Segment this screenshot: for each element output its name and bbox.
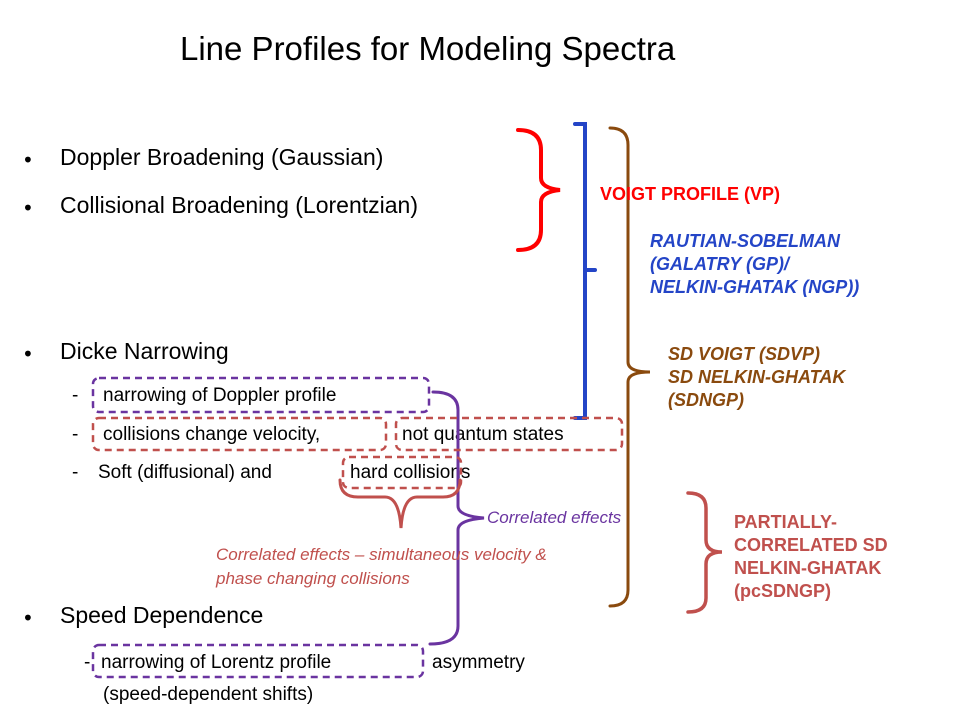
item-narrowing-doppler: narrowing of Doppler profile — [103, 385, 337, 406]
dash: - — [72, 462, 79, 483]
label-rautian-line: RAUTIAN-SOBELMAN — [650, 231, 840, 251]
bracket-sd — [608, 126, 651, 608]
dash: - — [72, 424, 79, 445]
label-rautian-line: NELKIN-GHATAK (NGP)) — [650, 277, 860, 297]
note-correlated-effects: Correlated effects — [487, 508, 622, 527]
bracket-rautian — [573, 122, 597, 420]
box-not-quantum — [394, 416, 624, 452]
label-partial-line: NELKIN-GHATAK — [734, 558, 882, 578]
bracket-voigt — [516, 128, 561, 252]
label-partial: PARTIALLY- CORRELATED SD NELKIN-GHATAK (… — [734, 511, 888, 603]
box-hard-collisions — [341, 455, 463, 490]
label-sd: SD VOIGT (SDVP) SD NELKIN-GHATAK (SDNGP) — [668, 343, 845, 412]
label-sd-line: (SDNGP) — [668, 390, 744, 410]
label-partial-line: PARTIALLY- — [734, 512, 838, 532]
box-narrowing-doppler — [91, 376, 431, 414]
bullet-doppler: Doppler Broadening (Gaussian) — [60, 144, 384, 170]
bullet-marker: • — [22, 342, 34, 366]
label-rautian-line: (GALATRY (GP)/ — [650, 254, 789, 274]
bullet-marker: • — [22, 148, 34, 172]
item-speed-shifts: (speed-dependent shifts) — [103, 684, 314, 705]
item-not-quantum: not quantum states — [402, 424, 564, 445]
item-soft-collisions: Soft (diffusional) and — [98, 462, 272, 483]
box-narrowing-lorentz — [91, 643, 425, 679]
label-voigt: VOIGT PROFILE (VP) — [600, 184, 781, 204]
box-collisions-change — [91, 416, 388, 452]
label-partial-line: CORRELATED SD — [734, 535, 888, 555]
bracket-partial — [686, 491, 723, 614]
label-partial-line: (pcSDNGP) — [734, 581, 832, 601]
bullet-speed: Speed Dependence — [60, 602, 264, 628]
bracket-collisions — [338, 478, 462, 529]
label-sd-line: SD VOIGT (SDVP) — [668, 344, 821, 364]
item-hard-collisions: hard collisions — [350, 462, 471, 483]
bullet-dicke: Dicke Narrowing — [60, 338, 229, 364]
label-rautian: RAUTIAN-SOBELMAN (GALATRY (GP)/ NELKIN-G… — [650, 230, 859, 299]
bracket-correlated — [428, 390, 485, 646]
note-line: Correlated effects – simultaneous veloci… — [216, 545, 547, 564]
page-title: Line Profiles for Modeling Spectra — [180, 30, 676, 67]
item-collisions-change: collisions change velocity, — [103, 424, 321, 445]
bullet-marker: • — [22, 606, 34, 630]
bullet-marker: • — [22, 196, 34, 220]
item-narrowing-lorentz: narrowing of Lorentz profile — [101, 652, 332, 673]
bullet-collisional: Collisional Broadening (Lorentzian) — [60, 192, 418, 218]
note-correlated-long: Correlated effects – simultaneous veloci… — [216, 543, 547, 591]
dash: - — [84, 652, 91, 673]
dash: - — [72, 385, 79, 406]
note-line: phase changing collisions — [216, 569, 410, 588]
item-asymmetry: asymmetry — [432, 652, 525, 673]
label-sd-line: SD NELKIN-GHATAK — [668, 367, 846, 387]
